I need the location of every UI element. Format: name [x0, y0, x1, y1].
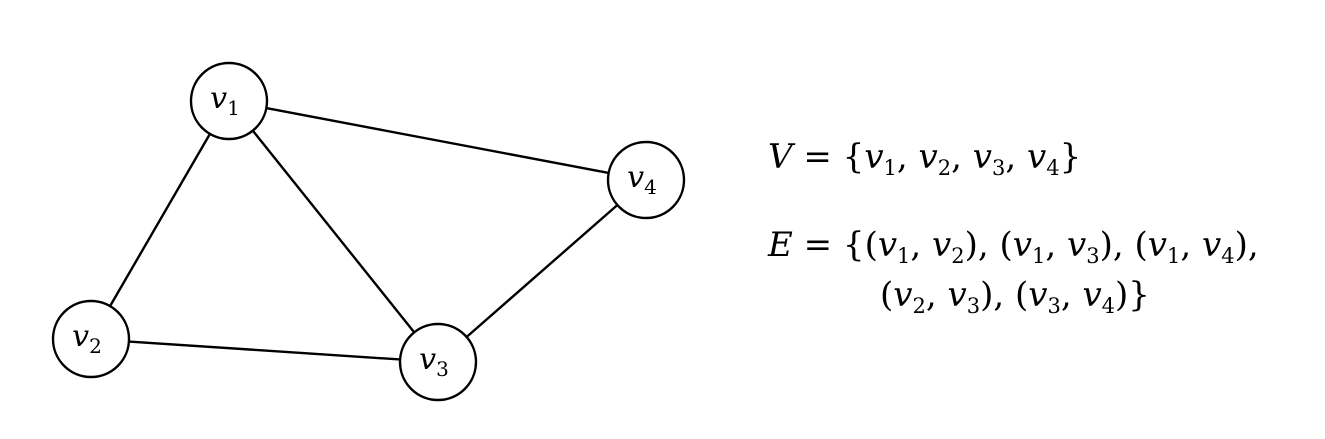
vertex-set-formula: V = {v1, v2, v3, v4} — [768, 137, 1082, 180]
node-label: v3 — [419, 342, 449, 381]
edge-v1-v4 — [266, 106, 609, 175]
node-circle — [51, 299, 131, 379]
node-circle — [606, 140, 686, 220]
node-label: v1 — [210, 81, 240, 120]
edge-v1-v2 — [109, 133, 211, 307]
node-circle — [398, 322, 478, 402]
node-v2: v2 — [51, 299, 131, 379]
graph-nodes: v1 v2 v3 v4 — [51, 61, 686, 402]
edge-v3-v4 — [465, 204, 619, 338]
node-label: v2 — [72, 319, 102, 358]
node-v4: v4 — [606, 140, 686, 220]
graph-edges — [109, 106, 619, 361]
edge-set-formula-line-1: E = {(v1, v2), (v1, v3), (v1, v4), — [768, 225, 1259, 268]
node-v3: v3 — [398, 322, 478, 402]
graph-diagram: v1 v2 v3 v4 — [51, 61, 686, 402]
node-circle — [189, 61, 269, 141]
edge-set-formula-line-2: (v2, v3), (v3, v4)} — [880, 275, 1150, 318]
edge-v2-v3 — [128, 340, 401, 361]
node-label: v4 — [627, 160, 657, 199]
node-v1: v1 — [189, 61, 269, 141]
edge-v1-v3 — [251, 129, 416, 334]
